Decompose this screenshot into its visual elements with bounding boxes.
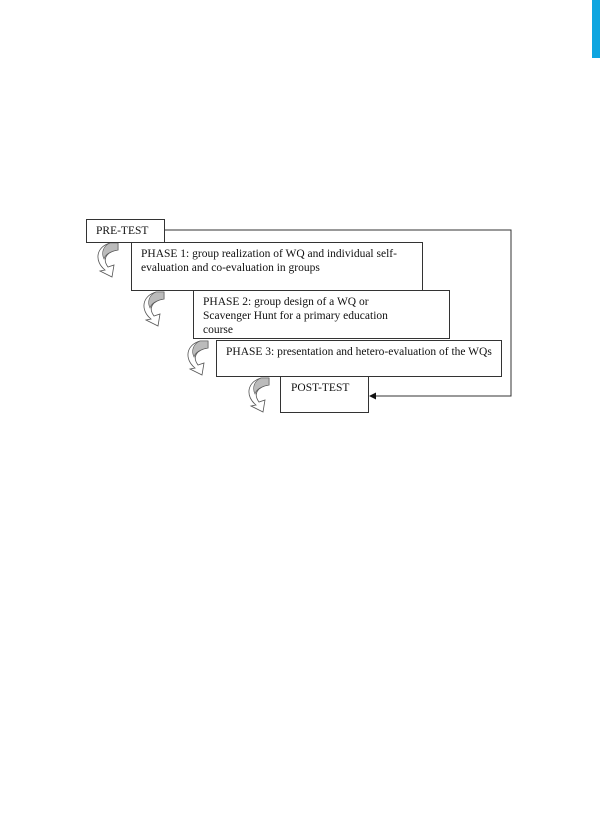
post-test-box: POST-TEST	[280, 376, 369, 413]
arrowhead-icon	[369, 392, 376, 400]
feedback-line	[164, 229, 512, 397]
phase3-box: PHASE 3: presentation and hetero-evaluat…	[216, 340, 502, 377]
curved-arrow-icon	[248, 377, 270, 413]
curved-arrow-icon	[97, 242, 119, 278]
page-accent-bar	[592, 0, 600, 58]
pre-test-box: PRE-TEST	[86, 219, 165, 243]
curved-arrow-icon	[143, 291, 165, 327]
curved-arrow-icon	[187, 340, 209, 376]
phase2-box: PHASE 2: group design of a WQ or Scaveng…	[193, 290, 450, 339]
phase1-box: PHASE 1: group realization of WQ and ind…	[131, 242, 423, 291]
